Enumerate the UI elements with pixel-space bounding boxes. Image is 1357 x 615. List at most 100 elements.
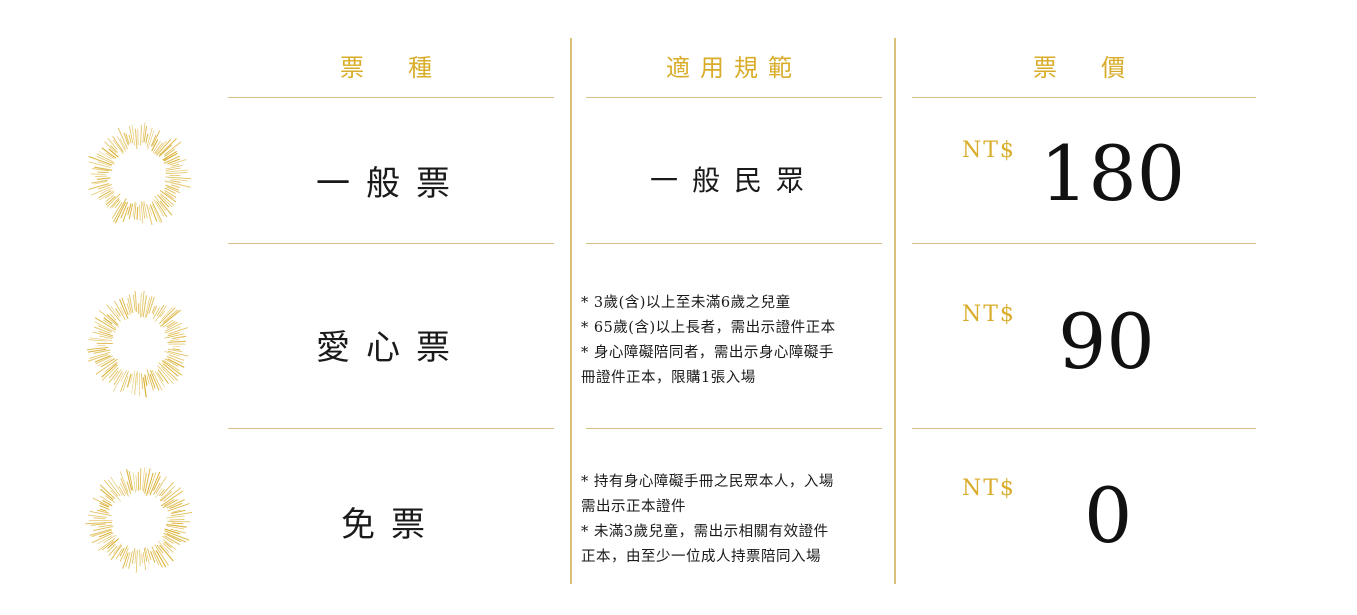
sunburst-ray <box>149 471 161 496</box>
sunburst-ray <box>165 184 179 191</box>
sunburst-ray <box>145 296 153 318</box>
sunburst-ray <box>120 478 129 497</box>
sunburst-ray <box>136 370 139 386</box>
sunburst-ray <box>108 545 118 556</box>
sunburst-ray <box>112 372 124 392</box>
sunburst-ray <box>170 178 188 182</box>
sunburst-ray <box>89 351 111 359</box>
sunburst-ray <box>106 543 116 553</box>
sunburst-ray <box>158 144 173 158</box>
sunburst-ray <box>100 488 114 501</box>
sunburst-ray <box>169 180 181 183</box>
sunburst-ray <box>153 482 161 496</box>
sunburst-ray <box>121 297 129 316</box>
sunburst-ray <box>97 325 112 333</box>
sunburst-ray <box>152 305 158 315</box>
sunburst-ray <box>168 327 188 335</box>
sunburst-ray <box>143 200 148 219</box>
sunburst-ray <box>110 544 122 560</box>
sunburst-ray <box>108 370 119 383</box>
sunburst-ray <box>114 200 121 209</box>
sunburst-ray <box>107 137 118 150</box>
sunburst-ray <box>141 467 146 491</box>
column-divider-1 <box>570 38 572 584</box>
sunburst-ray <box>153 199 165 217</box>
sunburst-ray <box>134 372 137 395</box>
sunburst-ray <box>144 468 151 494</box>
sunburst-ray <box>165 322 183 332</box>
sunburst-ray <box>149 370 160 391</box>
sunburst-ray <box>91 532 114 544</box>
sunburst-ray <box>162 542 174 553</box>
ticket-type-concession: 愛心票 <box>316 328 466 368</box>
sunburst-ray <box>152 140 161 154</box>
sunburst-ray <box>98 310 120 328</box>
sunburst-ray <box>148 472 157 494</box>
sunburst-ray <box>120 201 129 219</box>
sunburst-ray <box>98 330 114 337</box>
sunburst-ray <box>141 553 143 563</box>
sunburst-ray <box>135 475 138 491</box>
sunburst-ray <box>155 488 163 498</box>
sunburst-ray <box>93 349 111 354</box>
sunburst-ray <box>102 499 113 507</box>
sunburst-ray <box>169 502 183 509</box>
row-divider <box>586 97 882 98</box>
sunburst-ray <box>98 524 113 528</box>
sunburst-ray <box>162 363 179 377</box>
sunburst-ray <box>125 552 131 568</box>
sunburst-ray <box>161 306 174 320</box>
row-divider <box>586 428 882 429</box>
sunburst-ray <box>119 306 125 315</box>
sunburst-ray <box>104 361 118 373</box>
sunburst-ray <box>91 168 110 172</box>
sunburst-ray <box>105 152 115 160</box>
sunburst-ray <box>154 370 166 388</box>
sunburst-ray <box>142 552 147 571</box>
sunburst-ray <box>126 481 132 494</box>
sunburst-ray <box>99 508 107 512</box>
sunburst-ray <box>114 202 127 224</box>
sunburst-ray <box>90 186 110 196</box>
sunburst-ray <box>105 495 115 503</box>
sunburst-ray <box>91 179 108 184</box>
sunburst-ray <box>140 200 144 224</box>
sunburst-ray <box>166 515 185 519</box>
price-concession: 90 <box>1058 297 1155 386</box>
sunburst-ray <box>142 295 148 317</box>
sunburst-ray <box>166 533 187 543</box>
sunburst-ray <box>171 522 184 525</box>
sunburst-ray <box>156 544 164 554</box>
sunburst-ray <box>155 476 167 494</box>
sunburst-ray <box>150 551 156 563</box>
sunburst-ray <box>119 298 129 319</box>
sunburst-ray <box>164 187 176 195</box>
sunburst-ray <box>156 200 168 218</box>
sunburst-ray <box>143 548 148 562</box>
header-ticket-type: 票 種 <box>340 54 442 82</box>
sunburst-ray <box>156 372 164 382</box>
sunburst-ray <box>163 155 180 164</box>
sunburst-ray <box>164 535 181 546</box>
sunburst-ray <box>140 125 143 146</box>
currency-label: NT$ <box>962 476 1016 501</box>
sunburst-ray <box>152 475 161 491</box>
sunburst-ray <box>112 198 127 223</box>
sunburst-ray <box>166 321 179 329</box>
sunburst-ray <box>125 133 130 145</box>
sunburst-ray <box>171 184 180 188</box>
sunburst-ray <box>119 545 128 562</box>
sunburst-ray <box>119 471 129 493</box>
sunburst-ray <box>107 479 121 497</box>
sunburst-ray <box>165 172 188 174</box>
sunburst-ray <box>93 526 114 531</box>
sunburst-ray <box>129 126 134 144</box>
sunburst-ray <box>139 292 142 318</box>
sunburst-ray <box>96 509 110 514</box>
sunburst-ray <box>128 470 134 491</box>
currency-label: NT$ <box>962 302 1016 327</box>
sunburst-ray <box>152 550 160 566</box>
sunburst-ray <box>92 497 110 507</box>
sunburst-ray <box>165 164 184 170</box>
sunburst-ray <box>97 161 112 167</box>
